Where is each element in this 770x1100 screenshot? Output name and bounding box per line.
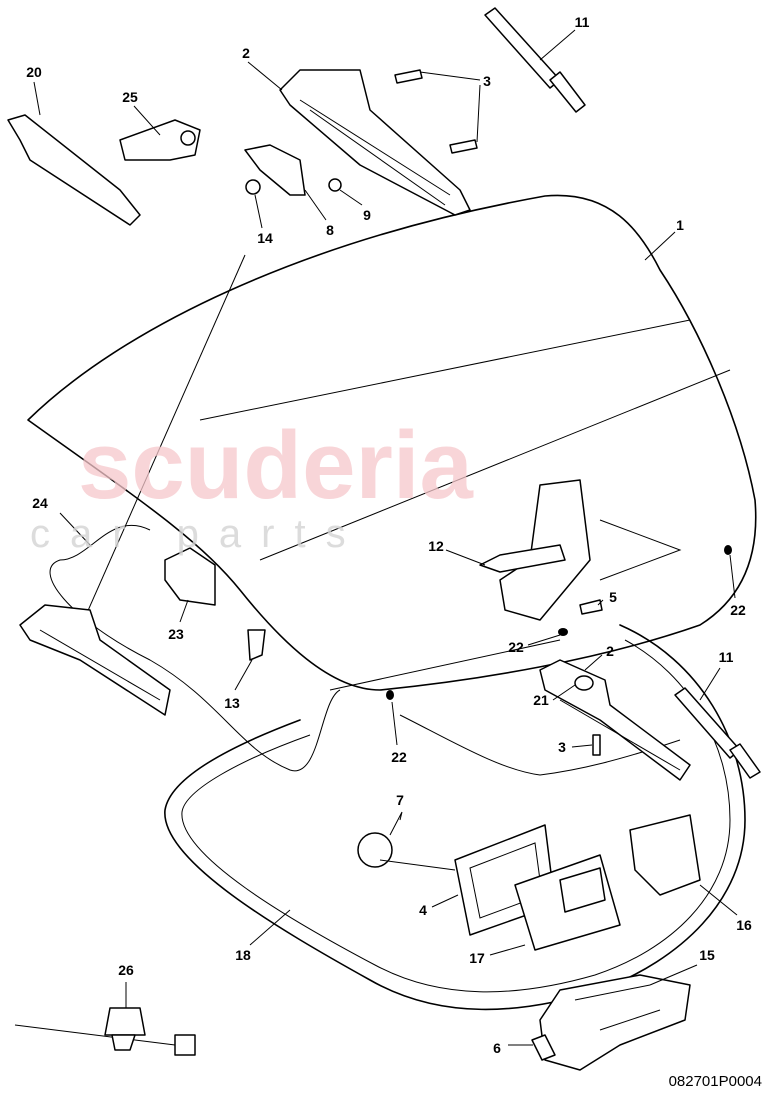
clip-26 (14, 1007, 196, 1056)
latch-15 (539, 974, 691, 1071)
callout-13: 13 (224, 695, 240, 711)
bolt-5 (579, 599, 603, 615)
cable-right (399, 714, 681, 776)
callout-12: 12 (428, 538, 444, 554)
callout-20: 20 (26, 64, 42, 80)
callout-22: 22 (730, 602, 746, 618)
bracket-25-hole (180, 130, 196, 146)
callout-9: 9 (363, 207, 371, 223)
hinge-left (19, 604, 171, 716)
hinge-top (279, 69, 471, 216)
trunk-seal (164, 624, 746, 1011)
leader-line (74, 254, 246, 641)
callout-14: 14 (257, 230, 273, 246)
trunk-lid (27, 194, 757, 691)
nut-14 (245, 179, 261, 195)
callout-6: 6 (493, 1040, 501, 1056)
bracket-23 (164, 547, 216, 606)
callout-2: 2 (242, 45, 250, 61)
bracket-20 (7, 114, 141, 226)
gas-strut-right (674, 687, 761, 779)
bracket-8 (244, 144, 306, 196)
callout-22: 22 (391, 749, 407, 765)
callout-3: 3 (483, 73, 491, 89)
callout-5: 5 (609, 589, 617, 605)
plug-22b (558, 628, 568, 636)
callout-18: 18 (235, 947, 251, 963)
leader-lines (33, 29, 738, 1046)
callout-16: 16 (736, 917, 752, 933)
bolt-6 (531, 1034, 556, 1061)
bolt-3b (449, 139, 478, 154)
callouts: 1 2 2 3 3 4 5 6 7 8 9 11 11 12 13 14 15 … (26, 14, 752, 1056)
callout-7: 7 (396, 792, 404, 808)
hinge-right (539, 659, 691, 781)
callout-25: 25 (122, 89, 138, 105)
callout-15: 15 (699, 947, 715, 963)
callout-24: 24 (32, 495, 48, 511)
callout-3: 3 (558, 739, 566, 755)
callout-21: 21 (533, 692, 549, 708)
bump-stop-13 (247, 629, 266, 661)
callout-1: 1 (676, 217, 684, 233)
callout-11: 11 (719, 649, 734, 665)
drawing-code: 082701P0004 (669, 1073, 762, 1090)
callout-22: 22 (508, 639, 524, 655)
callout-17: 17 (469, 950, 485, 966)
bracket-16 (629, 814, 701, 896)
callout-2: 2 (606, 643, 614, 659)
callout-4: 4 (419, 902, 427, 918)
callout-26: 26 (118, 962, 134, 978)
bracket-25 (119, 119, 201, 161)
grommet-7 (357, 832, 393, 868)
callout-11: 11 (575, 14, 590, 30)
watermark-brand: scuderia (78, 412, 473, 519)
plug-22a (724, 545, 732, 555)
callout-8: 8 (326, 222, 334, 238)
gas-strut-top (484, 7, 586, 113)
buffer-21 (574, 675, 594, 691)
plug-22c (386, 690, 394, 700)
watermark: scuderia car parts (30, 412, 473, 556)
callout-23: 23 (168, 626, 184, 642)
release-cable (49, 524, 341, 772)
lock-mechanism (479, 479, 682, 621)
watermark-sub: car parts (30, 512, 366, 556)
bolt-3c (592, 734, 601, 756)
bolt-3a (394, 69, 423, 84)
washer-9 (328, 178, 342, 192)
